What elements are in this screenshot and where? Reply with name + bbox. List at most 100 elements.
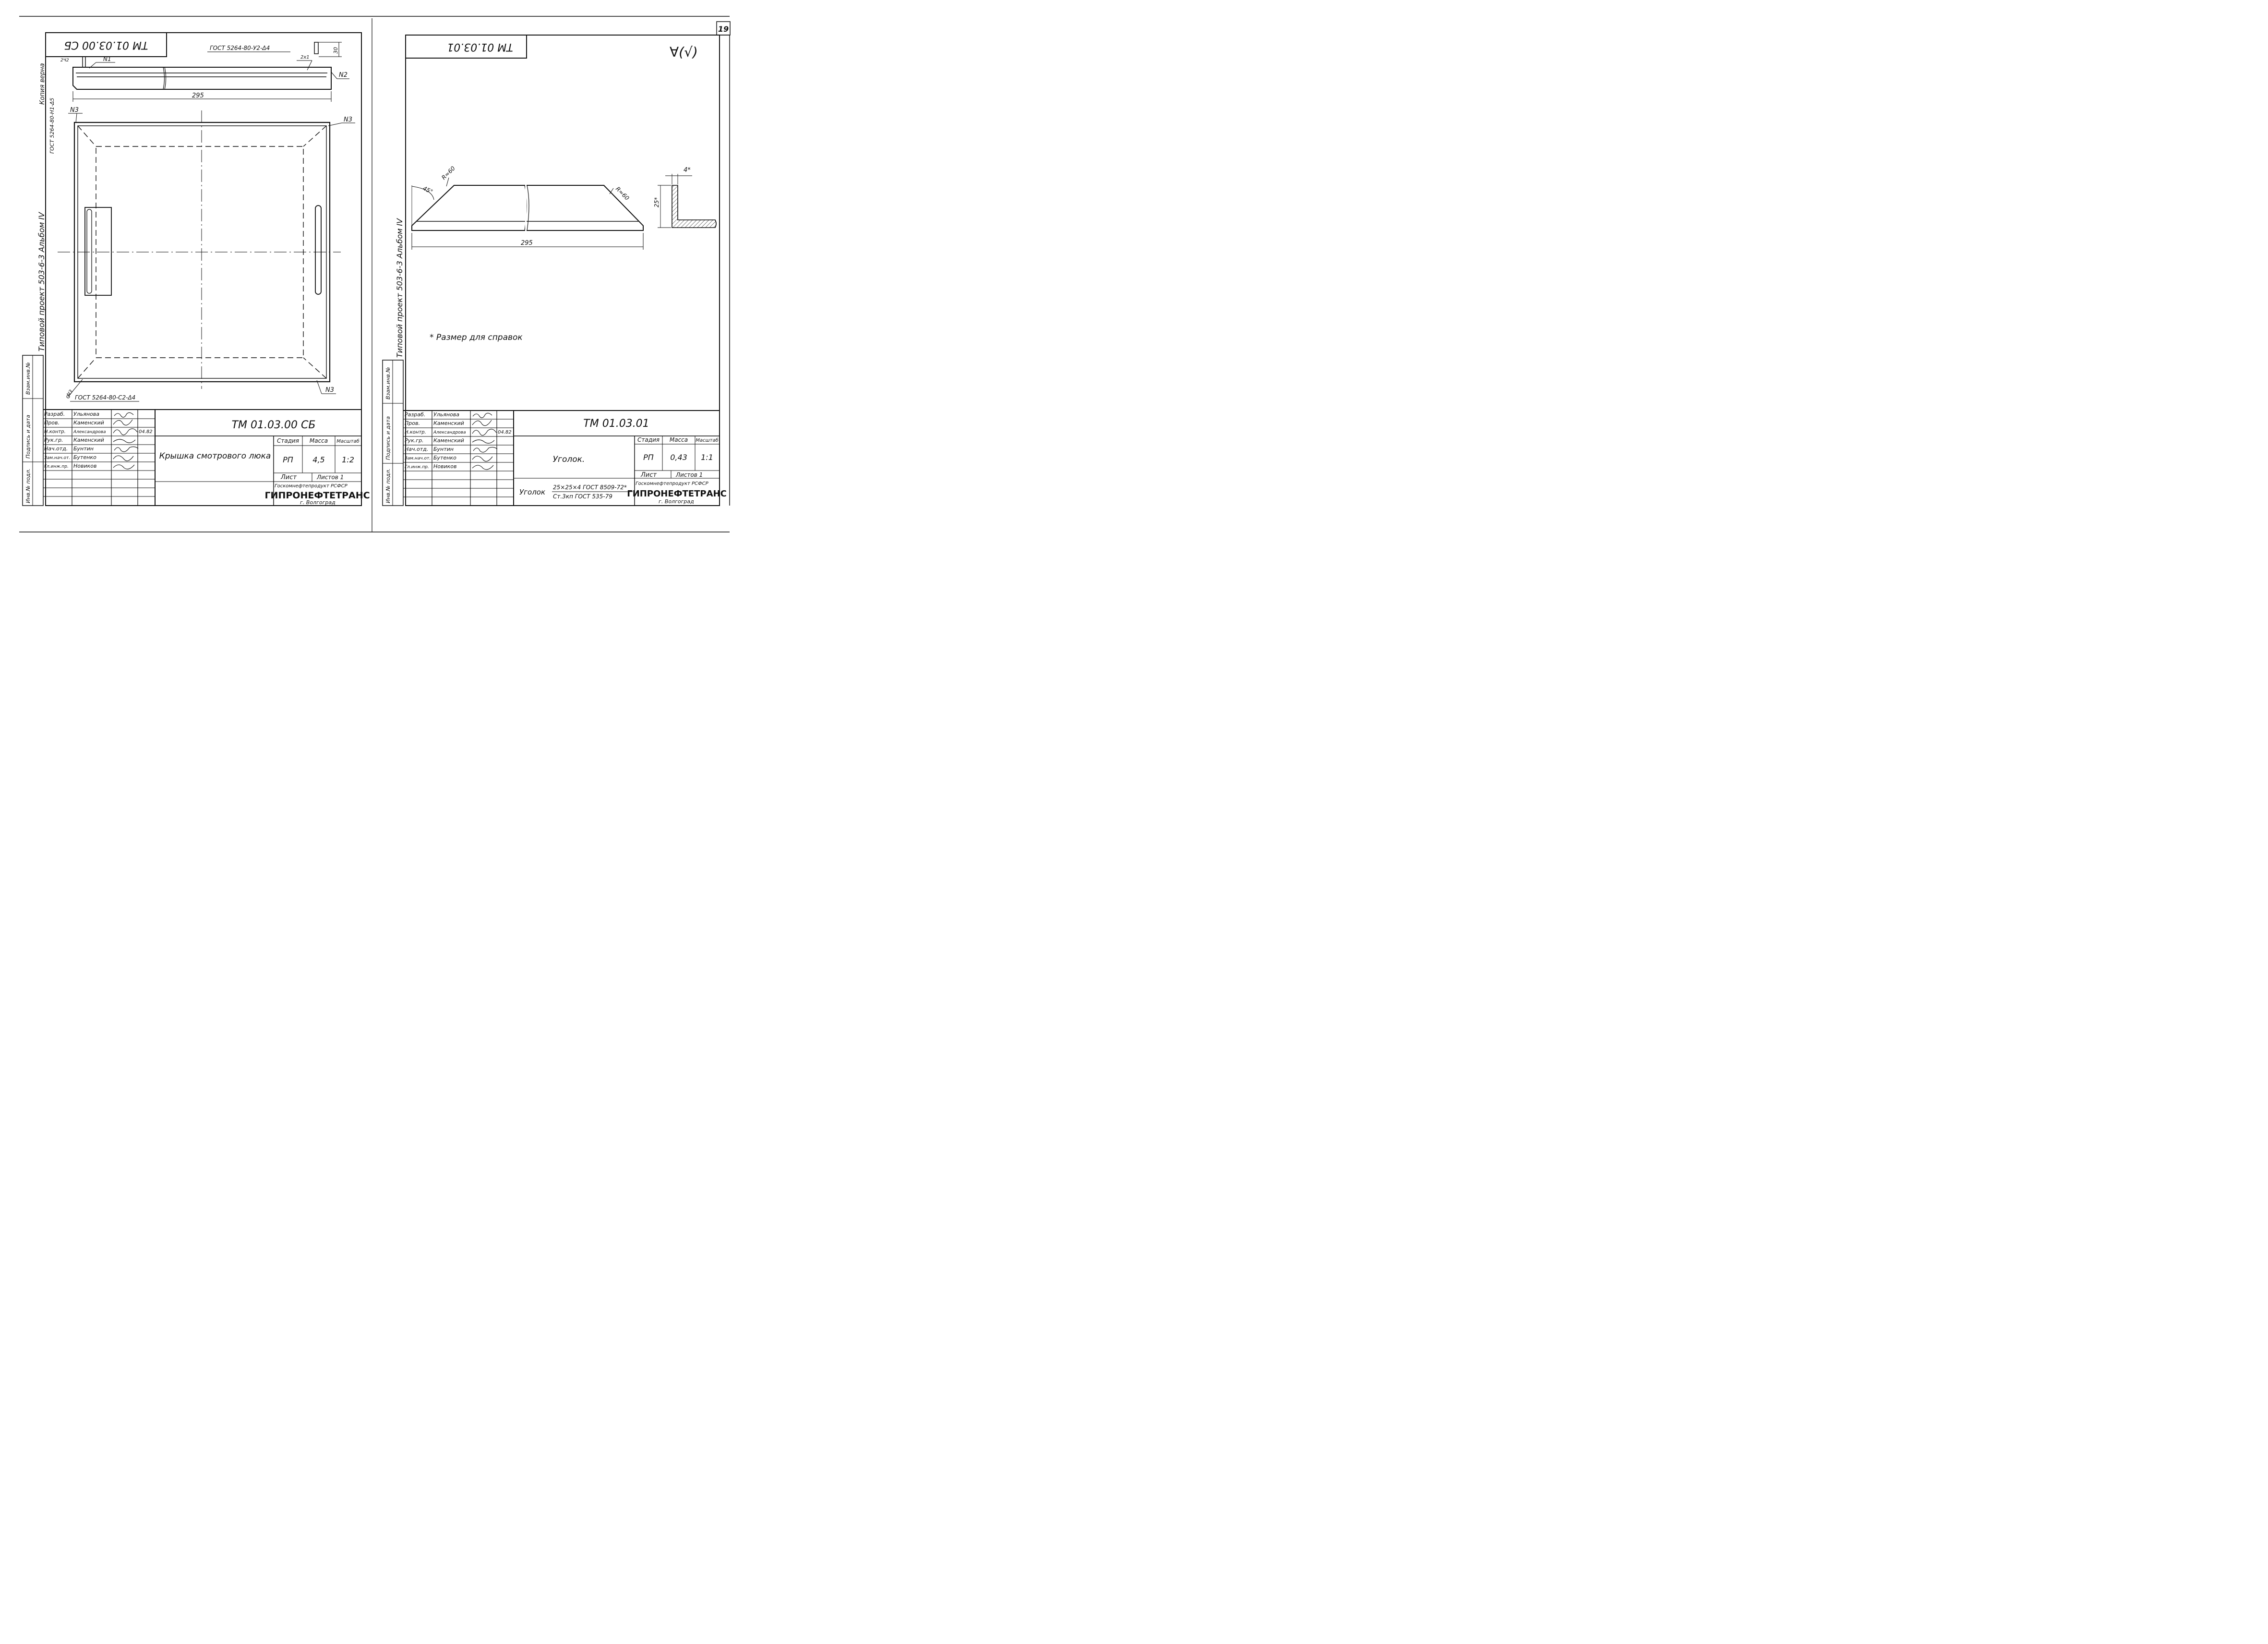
right-code-top: ТМ 01.03.01 — [447, 41, 513, 53]
r-stage-value: РП — [643, 453, 654, 462]
left-title-name: Крышка смотрового люка — [159, 451, 271, 461]
scale-value: 1:2 — [342, 455, 354, 464]
r-org-big: ГИПРОНЕФТЕТРАНС — [627, 489, 727, 499]
name-2: Каменский — [73, 420, 104, 426]
left-frame — [45, 32, 362, 506]
scale-header: Масштаб — [336, 438, 360, 444]
r-role-1: Разраб. — [405, 411, 425, 418]
mass-header: Масса — [310, 437, 328, 444]
r-side-stamp-inv: Инв.№ подл. — [385, 469, 391, 503]
stage-value: РП — [283, 455, 293, 464]
r-stage-header: Стадия — [637, 436, 660, 443]
project-note-left: Типовой проект 503-6-3 Альбом IV — [37, 212, 46, 351]
material-top: 25×25×4 ГОСТ 8509-72* — [553, 484, 627, 491]
r-name-3: Александрова — [433, 430, 466, 435]
r-name-6: Бутенко — [433, 455, 456, 461]
weld-top-note: ГОСТ 5264-80-У2-Δ4 — [210, 45, 270, 51]
page-number: 19 — [718, 24, 729, 34]
left-code-top: ТМ 01.03.00 СБ — [64, 39, 148, 51]
left-title-code: ТМ 01.03.00 СБ — [232, 419, 316, 431]
r-signature-scribbles — [472, 412, 498, 470]
r-name-5: Бунтин — [433, 446, 454, 452]
org-big: ГИПРОНЕФТЕТРАНС — [264, 490, 370, 501]
mark-n3-tr: N3 — [344, 116, 352, 123]
right-title-block: Разраб. Пров. Н.контр. Рук.гр. Нач.отд. … — [403, 410, 727, 506]
sheet-label: Лист — [280, 474, 297, 481]
name-5: Бунтин — [73, 446, 94, 452]
r-role-2: Пров. — [405, 420, 420, 426]
mark-n3-br: N3 — [325, 387, 334, 394]
reference-note: * Размер для справок — [430, 333, 523, 342]
r-org-small: Госкомнефтепродукт РСФСР — [636, 481, 709, 486]
mass-value: 4,5 — [312, 455, 324, 464]
r-name-1: Ульянова — [433, 411, 459, 418]
dim-295-right: 295 — [521, 240, 533, 247]
mark-n1: N1 — [103, 56, 111, 62]
left-code-box — [45, 32, 167, 57]
right-title-name: Уголок. — [553, 455, 585, 464]
material-label: Уголок — [519, 488, 545, 496]
r-sheet-label: Лист — [640, 471, 657, 479]
angle-label: 45° — [422, 185, 434, 195]
r-scale-value: 1:1 — [701, 453, 713, 462]
material-bottom: Ст.3кп ГОСТ 535-79 — [553, 493, 612, 500]
weld-bottom-note: ГОСТ 5264-80-С2-Δ4 — [75, 394, 135, 401]
r-sign-date: 04.82 — [498, 430, 512, 435]
mark-n3-bl: N3 — [66, 389, 74, 398]
project-note-right: Типовой проект 503-6-3 Альбом IV — [395, 218, 404, 358]
sheets-label: Листов 1 — [316, 474, 344, 481]
role-1: Разраб. — [44, 411, 65, 417]
dim-height: 30 — [333, 47, 339, 54]
role-3: Н.контр. — [44, 429, 66, 435]
r-mass-header: Масса — [670, 436, 688, 443]
plan-view: N3 N3 N3 N3 ГОСТ 5264-80-С2-Δ4 — [58, 107, 355, 402]
r-role-3: Н.контр. — [405, 430, 426, 435]
r-side-stamp-sign: Подпись и дата — [385, 416, 391, 460]
angle-part-view: 45° R≈60 R≈60 295 — [411, 165, 644, 250]
mark-n3-tl: N3 — [70, 107, 79, 114]
r-sheets-label: Листов 1 — [675, 471, 703, 478]
side-stamp-replace: Взам.инв.№ — [25, 362, 31, 395]
org-small: Госкомнефтепродукт РСФСР — [275, 484, 348, 489]
right-code-box — [405, 35, 527, 59]
name-7: Новиков — [73, 463, 97, 469]
role-7: Гл.инж.пр. — [44, 464, 69, 469]
left-title-block: Разраб. Пров. Н.контр. Рук.гр. Нач.отд. … — [43, 409, 370, 506]
right-title-code: ТМ 01.03.01 — [583, 418, 649, 430]
weld-top-sym: 2x1 — [300, 55, 310, 60]
role-4: Рук.гр. — [44, 437, 63, 443]
name-6: Бутенко — [73, 454, 96, 460]
dim-4: 4* — [684, 167, 691, 174]
side-stamp-sign: Подпись и дата — [25, 415, 31, 459]
role-5: Нач.отд. — [44, 446, 68, 452]
radius-right: R≈60 — [614, 185, 631, 202]
signature-scribbles — [113, 412, 139, 470]
r-role-5: Нач.отд. — [405, 446, 428, 452]
stage-header: Стадия — [277, 437, 299, 444]
r-org-city: г. Волгоград — [659, 498, 694, 505]
weld-left-note: ГОСТ 5264-80-Н1-Δ5 — [49, 98, 55, 154]
role-6: Зам.нач.от. — [44, 456, 70, 460]
role-2: Пров. — [44, 420, 60, 426]
r-role-7: Гл.инж.пр. — [405, 465, 429, 470]
name-4: Каменский — [73, 437, 104, 443]
r-side-stamp-replace: Взам.инв.№ — [385, 367, 391, 399]
r-name-2: Каменский — [433, 420, 464, 426]
dim-295-left: 295 — [192, 92, 204, 99]
r-scale-header: Масштаб — [696, 437, 719, 443]
right-sheet: Инв.№ подл. Подпись и дата Взам.инв.№ ТМ… — [382, 35, 730, 506]
r-name-4: Каменский — [433, 437, 464, 444]
mark-n2: N2 — [339, 72, 348, 79]
section-view: 30 295 ГОСТ 5264-80-У2-Δ4 2x1 N1 2Ч2 N2 — [60, 42, 349, 102]
r-mass-value: 0,43 — [670, 453, 687, 462]
sign-date: 04.82 — [139, 429, 153, 435]
angle-section: 4* 25* — [653, 167, 717, 228]
r-role-6: Зам.нач.от. — [405, 456, 431, 461]
side-stamp-inv: Инв.№ подл. — [25, 469, 31, 503]
name-1: Ульянова — [73, 411, 99, 417]
dim-25: 25* — [653, 197, 660, 207]
copy-note: Копия верна — [39, 63, 46, 105]
name-3: Александрова — [73, 430, 106, 435]
weld-left-sym: 2Ч2 — [60, 58, 69, 63]
drawing-sheet: 19 Инв.№ подл. Подпись и дата Взам.инв.№… — [19, 16, 731, 532]
